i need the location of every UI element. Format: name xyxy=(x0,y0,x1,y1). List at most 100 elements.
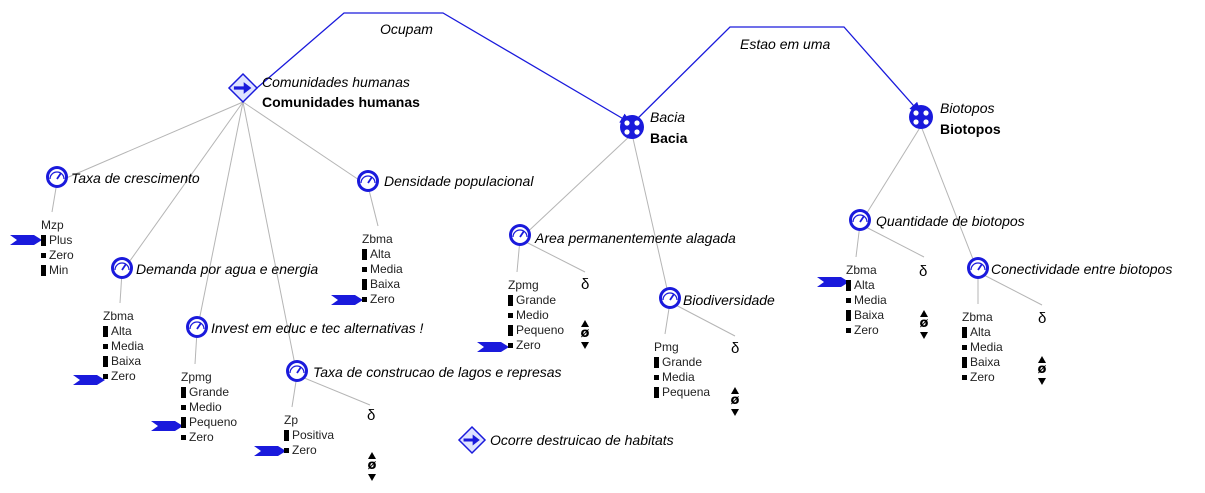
agent-icon-destruicao-arrow xyxy=(463,434,480,446)
quantity-space-invest: Zpmg Grande Medio Pequeno Zero xyxy=(181,370,237,445)
entity-name-biotopos[interactable]: Biotopos xyxy=(940,121,1001,137)
quantity-value-media[interactable]: Media xyxy=(846,293,887,308)
entity-type-biotopos[interactable]: Biotopos xyxy=(940,100,995,116)
derivative-delta-biodiversidade: δ xyxy=(731,340,740,357)
derivative-down-taxa-construcao xyxy=(368,474,376,481)
quantity-value-pequena[interactable]: Pequena xyxy=(654,385,710,400)
quantity-value-min[interactable]: Min xyxy=(41,263,74,278)
connector-line xyxy=(631,133,671,303)
quantity-value-positiva[interactable]: Positiva xyxy=(284,428,334,443)
entity-icon xyxy=(620,115,644,139)
quantity-value-alta[interactable]: Alta xyxy=(846,278,887,293)
quantity-space-name: Zpmg xyxy=(508,278,539,292)
quantity-space-taxa-construcao: Zp Positiva Zero xyxy=(284,413,334,458)
gauge-icon-densidade-scale xyxy=(360,175,376,184)
quantity-label-demanda[interactable]: Demanda por agua e energia xyxy=(136,261,319,277)
quantity-space-name: Pmg xyxy=(654,340,679,354)
connector-line xyxy=(669,301,736,337)
quantity-value-grande[interactable]: Grande xyxy=(508,293,564,308)
entity-icon-hole xyxy=(923,110,929,116)
connector-line xyxy=(121,101,244,273)
quantity-value-media[interactable]: Media xyxy=(103,339,144,354)
quantity-value-medio[interactable]: Medio xyxy=(508,308,564,323)
quantity-value-pequeno[interactable]: Pequeno xyxy=(508,323,564,338)
quantity-value-alta[interactable]: Alta xyxy=(362,247,403,262)
gauge-icon-biodiversidade-scale xyxy=(662,292,678,301)
derivative-up-quantidade-biotopos xyxy=(920,310,928,317)
value-marker-invest xyxy=(151,421,183,431)
derivative-delta-area-alagada: δ xyxy=(581,276,590,293)
quantity-value-zero[interactable]: Zero xyxy=(362,292,403,307)
entity-type-comunidades[interactable]: Comunidades humanas xyxy=(262,74,410,90)
quantity-value-zero[interactable]: Zero xyxy=(284,443,334,458)
agent-label-destruicao[interactable]: Ocorre destruicao de habitats xyxy=(490,432,674,448)
derivative-up-area-alagada xyxy=(581,320,589,327)
gauge-icon-quantidade-biotopos-scale xyxy=(852,214,868,223)
quantity-value-zero[interactable]: Zero xyxy=(962,370,1003,385)
entity-type-bacia[interactable]: Bacia xyxy=(650,109,686,125)
entity-name-bacia[interactable]: Bacia xyxy=(650,130,688,146)
quantity-value-medio[interactable]: Medio xyxy=(181,400,237,415)
quantity-value-media[interactable]: Media xyxy=(362,262,403,277)
quantity-label-invest[interactable]: Invest em educ e tec alternativas ! xyxy=(211,320,424,336)
entity-icon xyxy=(909,105,933,129)
quantity-space-biodiversidade: Pmg Grande Media Pequena xyxy=(654,340,710,400)
connector-line xyxy=(519,133,633,240)
derivative-down-biodiversidade xyxy=(731,409,739,416)
quantity-label-taxa-crescimento[interactable]: Taxa de crescimento xyxy=(71,170,200,186)
quantity-space-name: Zbma xyxy=(362,232,393,246)
quantity-value-zero[interactable]: Zero xyxy=(181,430,237,445)
quantity-value-alta[interactable]: Alta xyxy=(962,325,1003,340)
derivative-zero-taxa-construcao: ø xyxy=(368,458,377,473)
derivative-up-taxa-construcao xyxy=(368,452,376,459)
connector-line xyxy=(859,223,925,258)
quantity-label-biodiversidade[interactable]: Biodiversidade xyxy=(683,292,775,308)
gauge-icon-conectividade-needle xyxy=(977,263,983,271)
entity-name-comunidades[interactable]: Comunidades humanas xyxy=(262,94,420,110)
quantity-value-baixa[interactable]: Baixa xyxy=(362,277,403,292)
quantity-label-conectividade[interactable]: Conectividade entre biotopos xyxy=(991,261,1173,277)
connector-line xyxy=(196,101,244,332)
quantity-value-grande[interactable]: Grande xyxy=(654,355,710,370)
quantity-value-plus[interactable]: Plus xyxy=(41,233,74,248)
quantity-value-zero[interactable]: Zero xyxy=(508,338,564,353)
derivative-down-conectividade xyxy=(1038,378,1046,385)
quantity-value-media[interactable]: Media xyxy=(962,340,1003,355)
quantity-label-taxa-construcao[interactable]: Taxa de construcao de lagos e represas xyxy=(313,364,562,380)
gauge-icon-taxa-construcao-needle xyxy=(296,366,302,374)
gauge-icon-conectividade-scale xyxy=(970,262,986,271)
quantity-value-baixa[interactable]: Baixa xyxy=(103,354,144,369)
quantity-label-area-alagada[interactable]: Area permanentemente alagada xyxy=(535,230,736,246)
gauge-icon-demanda-scale xyxy=(114,262,130,271)
quantity-value-baixa[interactable]: Baixa xyxy=(846,308,887,323)
derivative-down-quantidade-biotopos xyxy=(920,332,928,339)
quantity-value-zero[interactable]: Zero xyxy=(41,248,74,263)
relation-label-estao-em-uma[interactable]: Estao em uma xyxy=(740,36,831,52)
quantity-space-quantidade-biotopos: Zbma Alta Media Baixa Zero xyxy=(846,263,887,338)
quantity-value-pequeno[interactable]: Pequeno xyxy=(181,415,237,430)
gauge-icon-taxa-crescimento-needle xyxy=(56,172,62,180)
connector-line xyxy=(242,101,298,376)
quantity-space-name: Zbma xyxy=(962,310,993,324)
quantity-value-zero[interactable]: Zero xyxy=(846,323,887,338)
quantity-label-quantidade-biotopos[interactable]: Quantidade de biotopos xyxy=(876,213,1025,229)
gauge-icon-densidade-needle xyxy=(367,176,373,184)
quantity-value-grande[interactable]: Grande xyxy=(181,385,237,400)
relation-label-ocupam[interactable]: Ocupam xyxy=(380,21,433,37)
quantity-space-name: Zpmg xyxy=(181,370,212,384)
value-marker-demanda xyxy=(73,375,105,385)
quantity-value-baixa[interactable]: Baixa xyxy=(962,355,1003,370)
relation-arrows xyxy=(242,12,922,125)
quantity-space-name: Zbma xyxy=(846,263,877,277)
quantity-value-alta[interactable]: Alta xyxy=(103,324,144,339)
derivative-up-conectividade xyxy=(1038,356,1046,363)
quantity-value-zero[interactable]: Zero xyxy=(103,369,144,384)
gauge-icon-demanda-needle xyxy=(121,263,127,271)
quantity-label-densidade[interactable]: Densidade populacional xyxy=(384,173,534,189)
gauge-icon-taxa-crescimento-scale xyxy=(49,171,65,180)
derivative-up-biodiversidade xyxy=(731,387,739,394)
quantity-value-media[interactable]: Media xyxy=(654,370,710,385)
connector-line xyxy=(56,101,244,183)
derivative-zero-area-alagada: ø xyxy=(581,326,590,341)
entity-icon-hole xyxy=(913,110,919,116)
